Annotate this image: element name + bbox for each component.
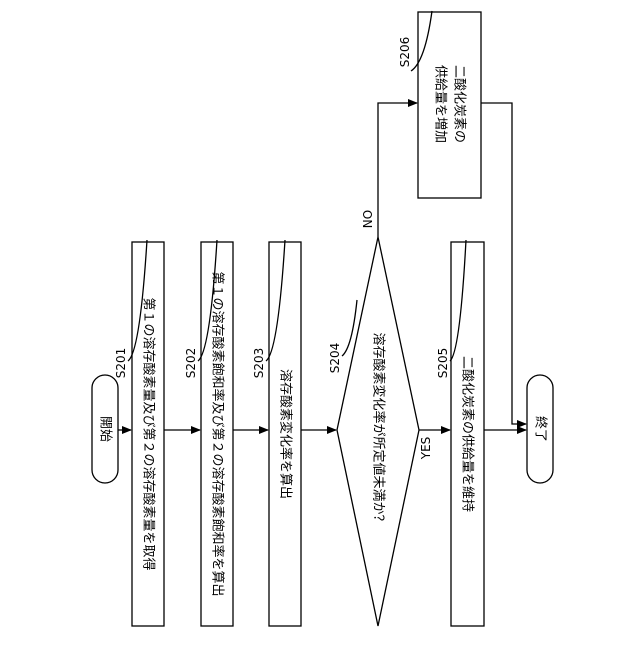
step-s201-text: 第１の溶存酸素量及び第２の溶存酸素量を取得 <box>141 297 157 570</box>
step-s204-text: 溶存酸素変化率が所定値未満か？ <box>371 332 387 527</box>
step-s204-id: S204 <box>328 343 342 374</box>
leader-s205 <box>450 240 466 361</box>
connector-s204-s206-no <box>378 103 417 237</box>
step-s202-text: 第１の溶存酸素飽和率及び第２の溶存酸素飽和率を算出 <box>210 271 226 596</box>
connector-s206-end <box>481 103 526 424</box>
end-label: 終了 <box>533 416 549 442</box>
leader-s206 <box>411 11 432 71</box>
step-s206-box <box>418 12 481 198</box>
step-s205-id: S205 <box>436 348 450 379</box>
branch-no-label: NO <box>361 210 375 228</box>
step-s202-id: S202 <box>184 348 198 379</box>
step-s205-text: 二酸化炭素の供給量を維持 <box>460 356 475 512</box>
start-label: 開始 <box>98 416 113 442</box>
branch-yes-label: YES <box>419 437 433 461</box>
step-s206-text-line1: 二酸化炭素の <box>452 65 467 143</box>
step-s203-text: 溶存酸素変化率を算出 <box>278 369 294 499</box>
step-s206-text-line2: 供給量を増加 <box>433 65 448 143</box>
step-s206-id: S206 <box>398 37 412 68</box>
step-s201-id: S201 <box>114 348 128 379</box>
step-s203-id: S203 <box>252 348 266 379</box>
